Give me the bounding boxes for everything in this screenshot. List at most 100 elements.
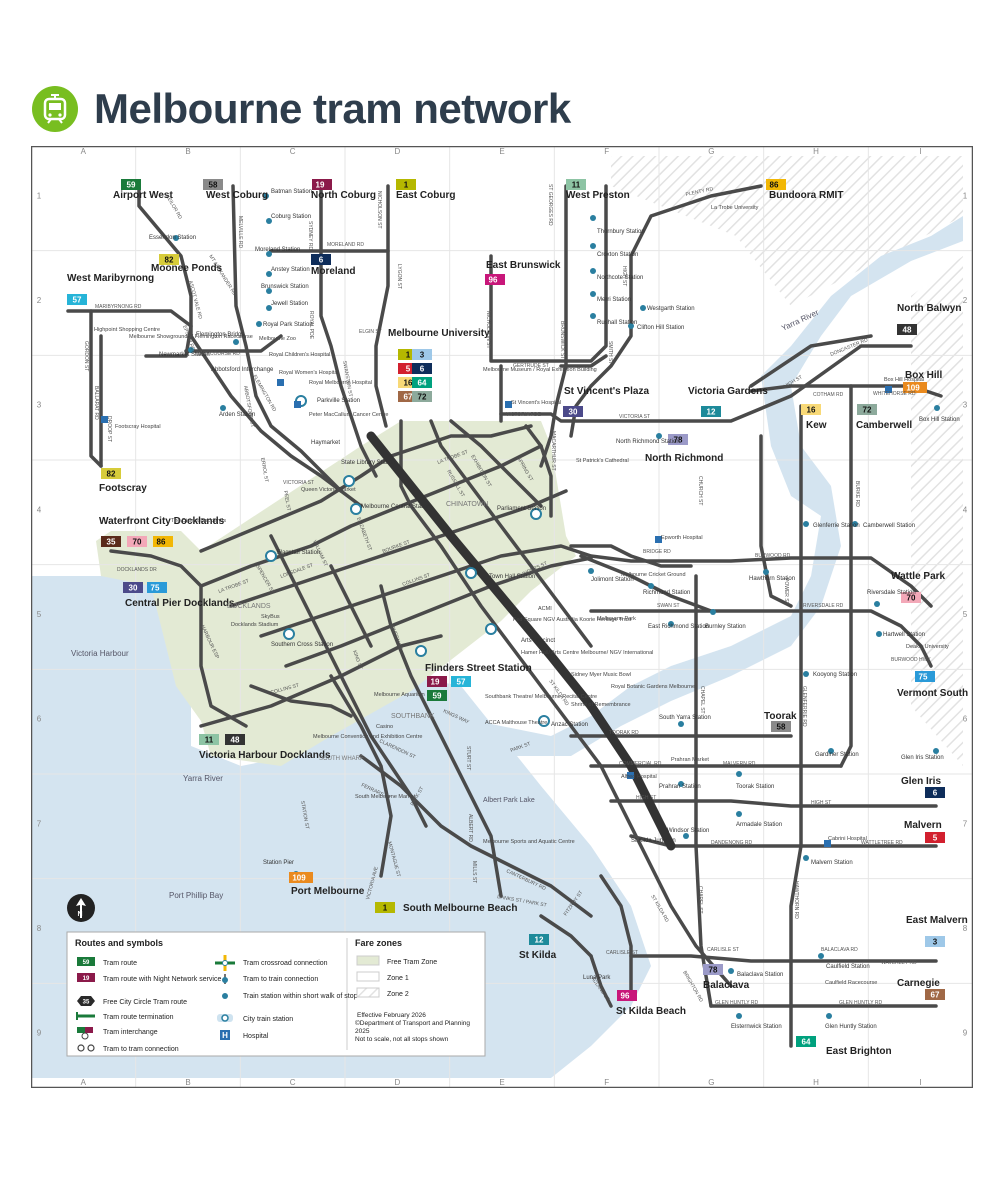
glen-huntly-station-dot[interactable] <box>826 1013 832 1019</box>
glenferrie-station-dot[interactable] <box>803 521 809 527</box>
essendon-station-dot[interactable] <box>173 235 179 241</box>
royal-park-station-dot[interactable] <box>256 321 262 327</box>
state-library-station-icon[interactable] <box>343 475 355 487</box>
kew-label: Kew <box>806 420 827 431</box>
legend-box: Routes and symbols 59 Tram route 19 Tram… <box>66 931 486 1057</box>
parliament-station-icon[interactable] <box>530 508 542 520</box>
route-badge-number: 12 <box>535 936 544 945</box>
camberwell-station-dot[interactable] <box>852 521 858 527</box>
route-badge-19: 19 <box>427 676 447 687</box>
jolimont-station-dot[interactable] <box>588 568 594 574</box>
route-3-16-st-kilda-line <box>599 874 633 998</box>
casino-label: Casino <box>376 724 393 730</box>
batman-station-dot[interactable] <box>263 193 269 199</box>
route-badge-57: 57 <box>451 676 471 687</box>
clifton-hill-station-dot[interactable] <box>628 323 634 329</box>
route-badge-1: 1 <box>375 902 395 913</box>
brunswick-station-dot[interactable] <box>266 288 272 294</box>
melbourne-central-station-icon[interactable] <box>350 503 362 515</box>
rushall-station-dot[interactable] <box>590 313 596 319</box>
flemington-bridge-dot[interactable] <box>233 339 239 345</box>
elsternwick-station-dot[interactable] <box>736 1013 742 1019</box>
riversdale-station-dot[interactable] <box>874 601 880 607</box>
burke-rd-label: BURKE RD <box>854 481 860 507</box>
hartwell-station-dot[interactable] <box>876 631 882 637</box>
route-badge-3: 3 <box>925 936 945 947</box>
route-badge-82: 82 <box>159 254 179 265</box>
toorak-station-label: Toorak Station <box>736 784 774 790</box>
south-yarra-station-dot[interactable] <box>678 721 684 727</box>
hawthorn-station-label: Hawthorn Station <box>749 576 795 582</box>
route-badge-bg <box>225 734 245 745</box>
route-badge-number: 1 <box>406 351 411 360</box>
station-dots <box>173 193 940 1019</box>
box-hill-station-dot[interactable] <box>934 405 940 411</box>
anstey-station-dot[interactable] <box>266 271 272 277</box>
legend-night-num: 19 <box>83 976 90 982</box>
westgarth-station-label: Westgarth Station <box>647 306 695 312</box>
thornbury-station-dot[interactable] <box>590 215 596 221</box>
route-badge-number: 67 <box>931 991 940 1000</box>
page-header: Melbourne tram network <box>32 84 571 134</box>
hospital-icon <box>627 772 634 779</box>
grid-row-label: 8 <box>37 924 42 933</box>
merri-station-dot[interactable] <box>590 291 596 297</box>
moreland-rd-label: MORELAND RD <box>327 242 364 248</box>
glen-iris-station-dot[interactable] <box>933 748 939 754</box>
route-badge-number: 11 <box>572 181 581 190</box>
anzac-station-icon[interactable] <box>538 715 550 727</box>
richmond-station-dot[interactable] <box>648 583 654 589</box>
kooyong-station-dot[interactable] <box>803 671 809 677</box>
legend-interchange: Tram interchange <box>103 1029 158 1036</box>
windsor-station-dot[interactable] <box>683 833 689 839</box>
peter-mac-label: Peter MacCallum Cancer Centre <box>309 412 388 418</box>
flagstaff-station-label: Flagstaff Station <box>277 550 320 556</box>
caulfield-station-label: Caulfield Station <box>826 964 870 970</box>
town-hall-station-icon[interactable] <box>465 567 477 579</box>
malvern-station-label: Malvern Station <box>811 860 853 866</box>
flagstaff-station-icon[interactable] <box>265 550 277 562</box>
doncaster-rd-line <box>749 334 873 388</box>
toorak-station-dot[interactable] <box>736 771 742 777</box>
st-kilda-rd-multi-track <box>586 701 676 851</box>
balaclava-station-dot[interactable] <box>728 968 734 974</box>
route-badge-30: 30 <box>563 406 583 417</box>
jewell-station-dot[interactable] <box>266 305 272 311</box>
burnley-station-dot[interactable] <box>710 609 716 615</box>
westgarth-station-dot[interactable] <box>640 305 646 311</box>
route-badge-109: 109 <box>903 382 927 393</box>
grid-row-label: 1 <box>37 191 42 200</box>
croxton-station-dot[interactable] <box>590 243 596 249</box>
east-richmond-station-dot[interactable] <box>668 621 674 627</box>
southern-cross-station-icon[interactable] <box>283 628 295 640</box>
southbank-area-label: SOUTHBANK <box>391 713 435 720</box>
legend-title: Routes and symbols <box>75 938 163 948</box>
route-badge-bg <box>668 434 688 445</box>
malvern-station-dot[interactable] <box>803 855 809 861</box>
northcote-station-dot[interactable] <box>590 268 596 274</box>
flinders-street-station-icon[interactable] <box>415 645 427 657</box>
caulfield-racecourse-label: Caulfield Racecourse <box>825 980 877 986</box>
fitzroy-st-line <box>539 914 593 958</box>
arden-station-dot[interactable] <box>220 405 226 411</box>
victoria-st-line <box>499 344 913 423</box>
north-richmond-station-dot[interactable] <box>656 433 662 439</box>
coburg-station-dot[interactable] <box>266 218 272 224</box>
newmarket-station-dot[interactable] <box>188 347 194 353</box>
caulfield-station-dot[interactable] <box>818 953 824 959</box>
route-badge-number: 12 <box>707 408 716 417</box>
arts-precinct-station-icon[interactable] <box>485 623 497 635</box>
route-badge-64: 64 <box>412 377 432 388</box>
hawthorn-station-dot[interactable] <box>763 569 769 575</box>
windsor-station-label: Windsor Station <box>667 828 709 834</box>
moreland-station-dot[interactable] <box>266 251 272 257</box>
highpoint-label: Highpoint Shopping Centre <box>94 327 160 333</box>
gardiner-station-dot[interactable] <box>828 748 834 754</box>
prahran-station-dot[interactable] <box>678 781 684 787</box>
not-to-scale-label: Not to scale, not all stops shown <box>355 1036 449 1043</box>
armadale-station-dot[interactable] <box>736 811 742 817</box>
grid-row-label: 5 <box>963 610 968 619</box>
